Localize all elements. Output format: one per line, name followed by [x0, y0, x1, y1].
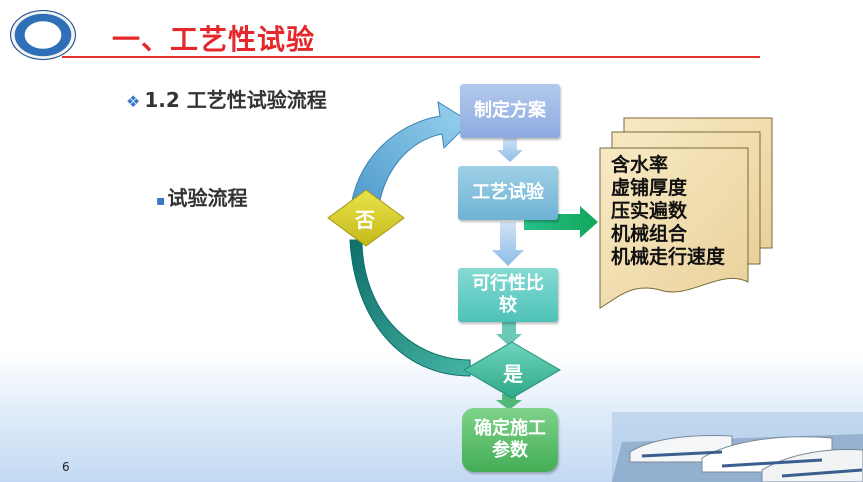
no-label: 否 [355, 208, 375, 232]
parameter-scroll [599, 117, 773, 309]
title-underline [62, 56, 760, 58]
parameter-item: 机械组合 [611, 223, 688, 245]
square-bullet-icon: ▪ [156, 193, 166, 209]
train-image [612, 412, 863, 482]
parameter-item: 虚铺厚度 [611, 177, 688, 199]
diamond-bullet-icon: ❖ [126, 92, 141, 111]
step-make-plan: 制定方案 [460, 84, 560, 138]
parameter-item: 压实遍数 [611, 200, 688, 222]
yes-label: 是 [503, 362, 523, 386]
university-logo [10, 10, 76, 60]
page-number: 6 [62, 460, 70, 474]
down-arrow-4 [496, 394, 522, 410]
bullet-item-text: 试验流程 [167, 186, 248, 210]
no-diamond [327, 189, 405, 247]
step-determine-parameters: 确定施工参数 [462, 408, 558, 472]
step-feasibility-compare: 可行性比较 [458, 268, 558, 322]
parameter-list: 含水率 虚铺厚度 压实遍数 机械组合 机械走行速度 [611, 154, 725, 269]
down-arrow-3 [496, 322, 522, 346]
down-arrow-1 [497, 138, 523, 162]
step-process-test: 工艺试验 [458, 166, 558, 220]
bullet-item: ▪试验流程 [156, 182, 248, 211]
loop-arrow-down [349, 239, 471, 377]
slide-title: 一、工艺性试验 [112, 23, 316, 56]
sub-heading-text: 1.2 工艺性试验流程 [144, 88, 327, 112]
loop-arrow-up [349, 101, 471, 215]
parameter-item: 机械走行速度 [611, 246, 726, 268]
parameter-item: 含水率 [611, 154, 669, 176]
down-arrow-2 [492, 222, 524, 266]
sub-heading: ❖1.2 工艺性试验流程 [126, 84, 327, 113]
yes-diamond [463, 341, 561, 399]
